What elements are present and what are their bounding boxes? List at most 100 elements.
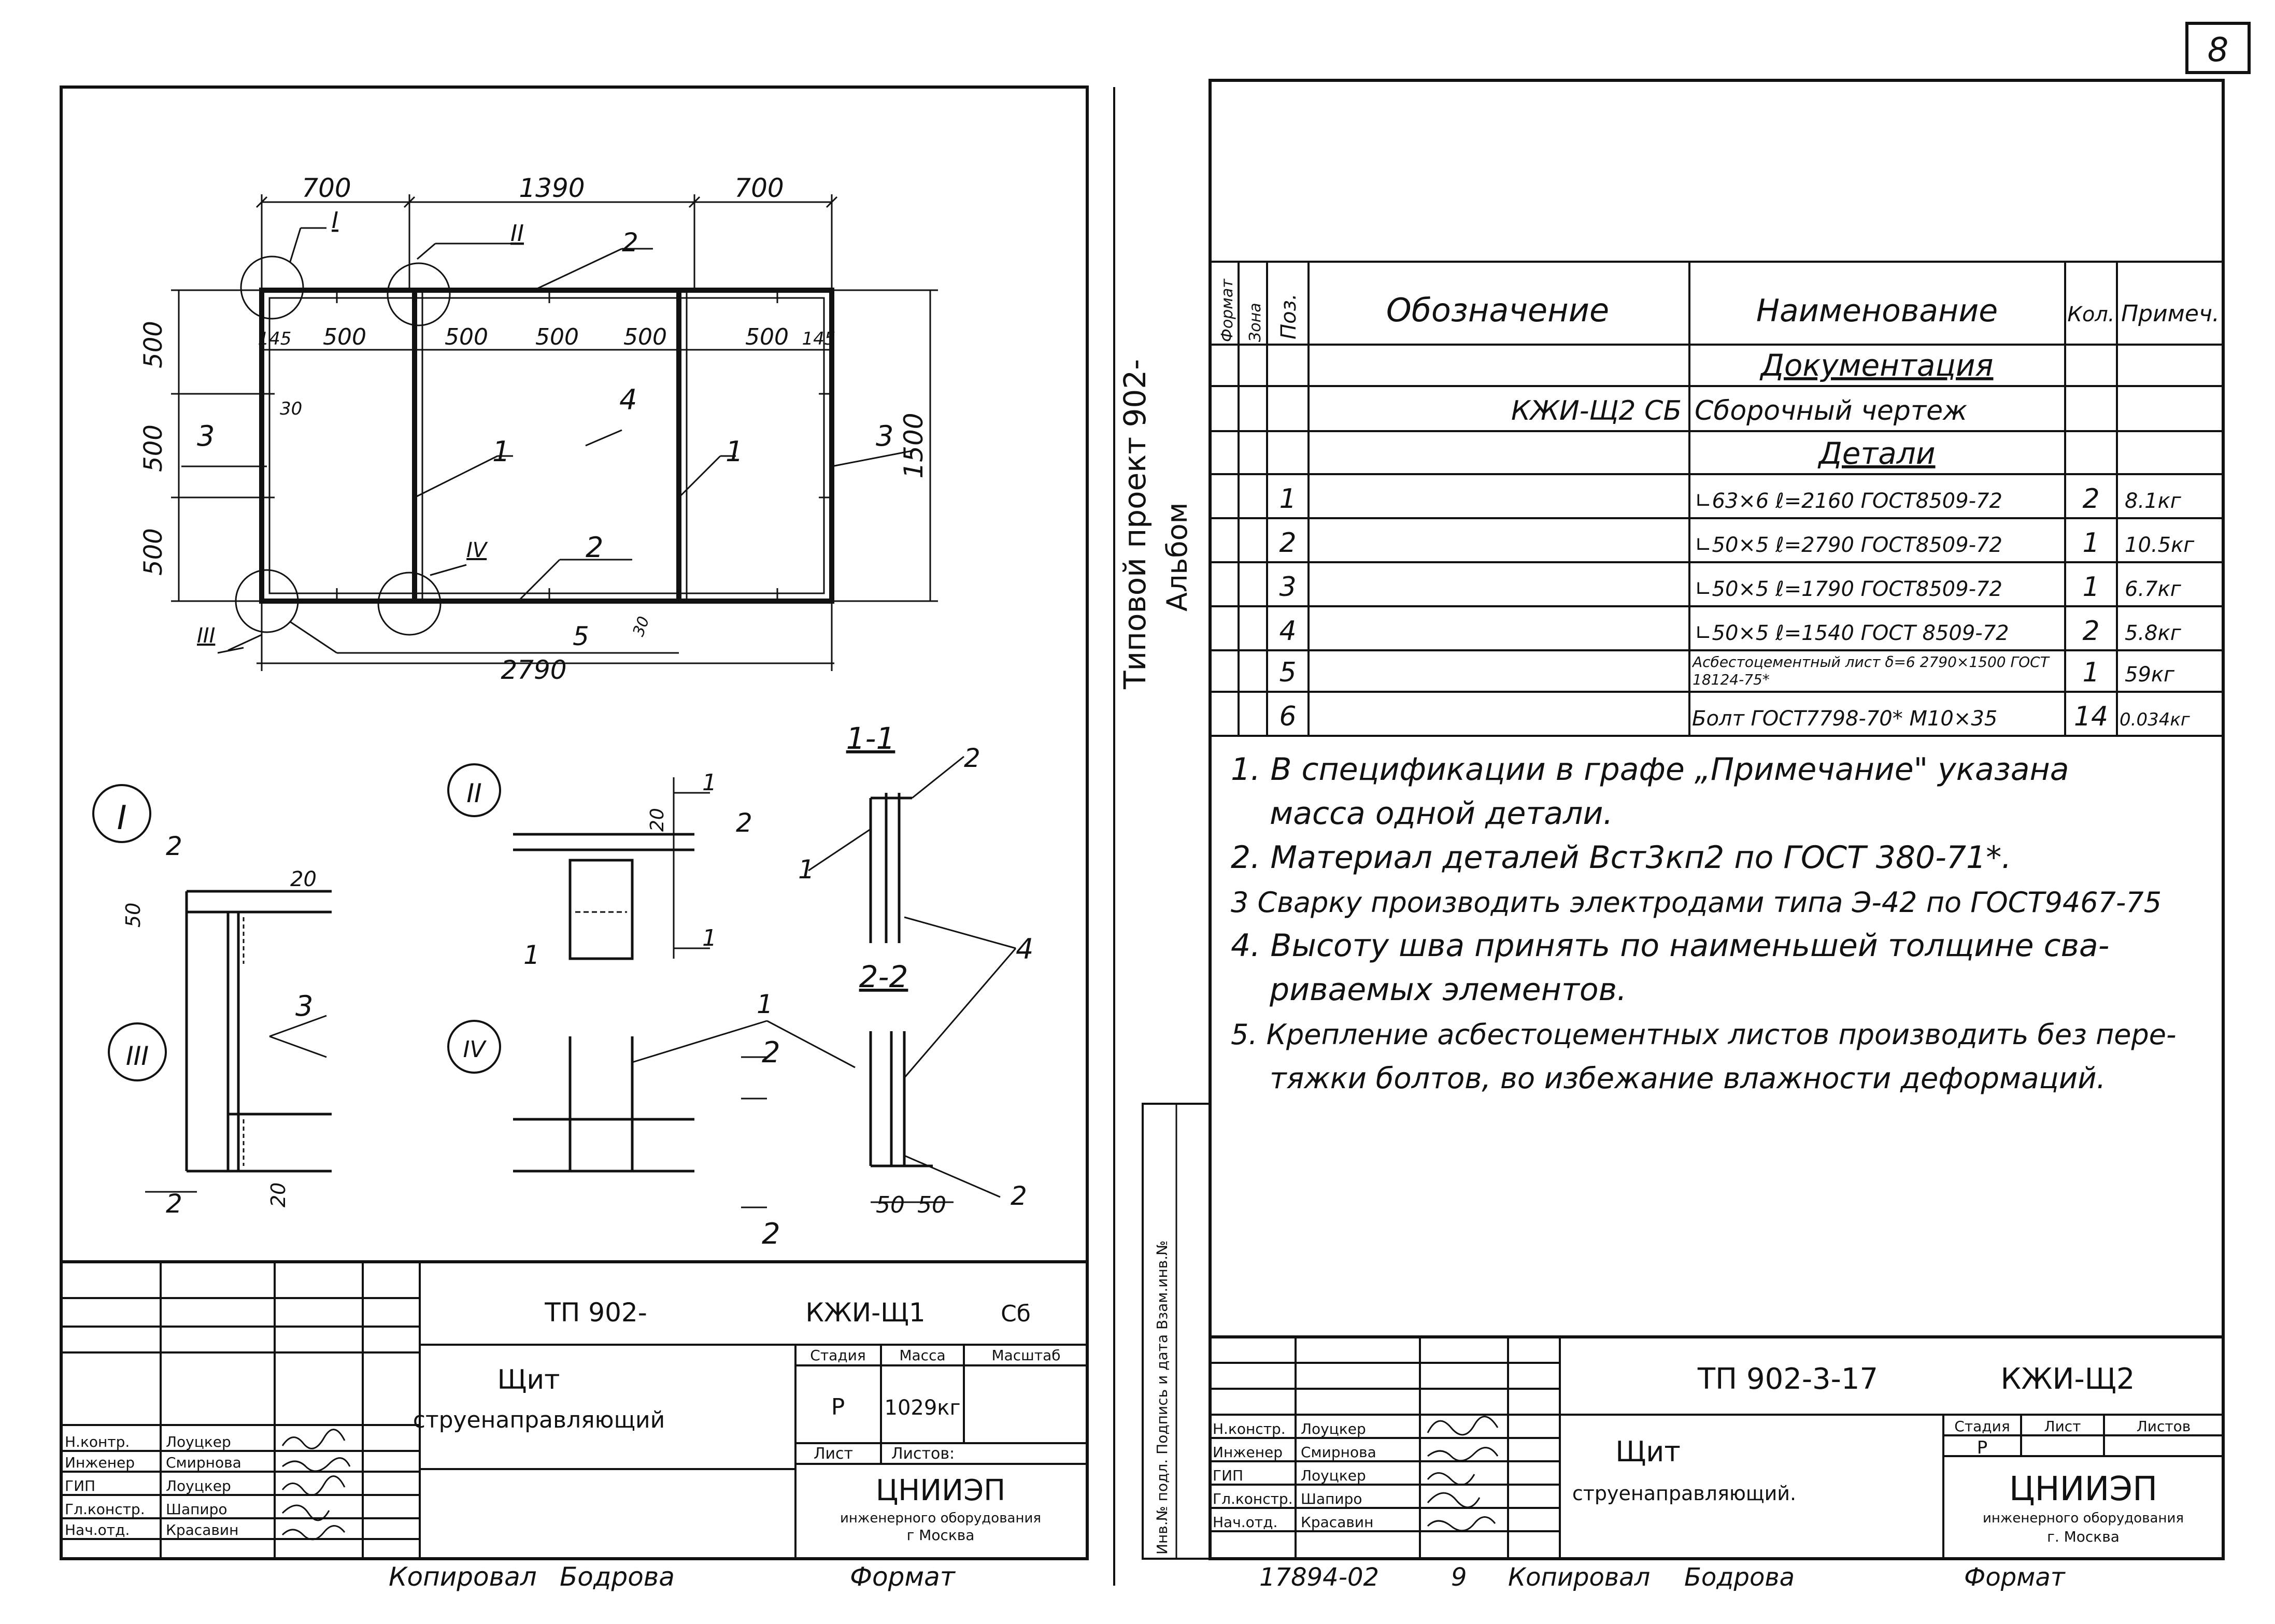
spec-header-note: Примеч.: [2121, 301, 2220, 327]
detail-II-dim-20: 20: [647, 808, 668, 832]
spec-row-7-pos: 4: [1279, 616, 1296, 647]
right-tb-sheet-header: Лист: [2044, 1418, 2081, 1435]
spec-row-4-name: ∟63×6 ℓ=2160 ГОСТ8509-72: [1695, 489, 2002, 513]
shield-outline: [259, 288, 834, 604]
left-title-block: ТП 902- КЖИ-Щ1 Сб Щит струенаправляющий …: [60, 1260, 1089, 1560]
dim-inner-1: 145: [258, 329, 292, 349]
left-tb-name-1: Щит: [497, 1364, 560, 1395]
left-signer-role-5: Нач.отд.: [65, 1521, 130, 1538]
left-footer: Копировал Бодрова Формат: [389, 1562, 956, 1592]
detail-IV-pos-1: 1: [757, 989, 773, 1019]
left-sheet-frame: [60, 86, 1089, 1560]
left-footer-copier: Бодрова: [560, 1562, 675, 1592]
spec-row-5-name: ∟50×5 ℓ=2790 ГОСТ8509-72: [1695, 533, 2002, 557]
detail-I-pos-2: 2: [166, 831, 182, 861]
detail-IV-label: IV: [463, 1036, 487, 1063]
right-tb-org-3: г. Москва: [2047, 1528, 2120, 1545]
pos-mark-4: 4: [619, 383, 637, 416]
detail-I-marker: [92, 784, 151, 843]
spec-row-8-name-box: Асбестоцементный лист δ=6 2790×1500 ГОСТ…: [1693, 653, 2049, 688]
detail-II-section-1b: 1: [702, 925, 717, 951]
spec-header-name: Наименование: [1756, 293, 1998, 329]
section-2-mark-b: 2: [762, 1217, 780, 1251]
sheet-number: 8: [2208, 31, 2229, 69]
left-tb-scale-header: Масштаб: [991, 1347, 1060, 1364]
vertical-stamp: Инв.№ подл. Подпись и дата Взам.инв.№: [1142, 1103, 1211, 1560]
right-footer-copier: Бодрова: [1684, 1563, 1795, 1592]
note-line-4: 3 Сварку производить электродами типа Э-…: [1231, 886, 2162, 919]
left-tb-stage-header: Стадия: [810, 1347, 865, 1364]
pos-mark-1-left: 1: [492, 435, 510, 468]
dim-inner-5: 500: [623, 324, 667, 350]
right-signer-role-2: Инженер: [1213, 1444, 1283, 1461]
detail-circle-IV: [377, 572, 442, 636]
detail-III-label: III: [126, 1041, 149, 1071]
spec-table: Формат Зона Поз. Обозначение Наименовани…: [1210, 261, 2223, 737]
pos-mark-3-left: 3: [197, 420, 215, 452]
right-tb-mark: КЖИ-Щ2: [2000, 1362, 2135, 1396]
spec-row-8-note: 59кг: [2125, 663, 2175, 687]
small-dim-30-b: 30: [630, 614, 653, 639]
pos-mark-5: 5: [573, 621, 589, 651]
right-tb-org: ЦНИИЭП: [2009, 1470, 2157, 1508]
dim-bottom: 2790: [501, 655, 566, 685]
spec-row-6-qty: 1: [2082, 572, 2099, 603]
pos-mark-1-right: 1: [726, 435, 743, 468]
left-signer-name-4: Шапиро: [166, 1501, 228, 1518]
right-signer-role-4: Гл.констр.: [1213, 1490, 1293, 1507]
spec-row-9-name: Болт ГОСТ7798-70* М10×35: [1692, 707, 1997, 731]
left-sheet: 700 1390 700 145 500 500 500 500 500 145…: [60, 86, 1089, 1592]
detail-mark-I-plan: I: [332, 207, 338, 234]
spec-row-9-qty: 14: [2074, 701, 2108, 732]
dim-inner-3: 500: [445, 324, 488, 350]
note-line-2: масса одной детали.: [1270, 795, 1613, 832]
left-signer-role-3: ГИП: [65, 1477, 95, 1494]
right-footer-format: Формат: [1964, 1563, 2066, 1592]
section-2-pos-2: 2: [1011, 1181, 1027, 1211]
pos-mark-2-bottom: 2: [586, 531, 603, 564]
detail-mark-III-plan: III: [197, 624, 215, 648]
note-line-7: 5. Крепление асбестоцементных листов про…: [1231, 1018, 2176, 1051]
spec-row-3-name: Детали: [1817, 436, 1935, 471]
section-1-pos-2: 2: [964, 743, 980, 773]
left-footer-format: Формат: [850, 1562, 956, 1592]
note-line-1: 1. В спецификации в графе „Примечание" у…: [1231, 751, 2069, 788]
right-signer-name-3: Лоуцкер: [1301, 1467, 1366, 1484]
detail-circle-I: [240, 255, 304, 320]
detail-II-pos-1: 1: [523, 940, 540, 970]
note-line-3: 2. Материал деталей Вст3кп2 по ГОСТ 380-…: [1231, 839, 2011, 876]
right-tb-name-2: струенаправляющий.: [1572, 1482, 1796, 1505]
right-footer-inv: 17894-02: [1259, 1563, 1379, 1592]
vertical-title-1: Типовой проект 902-: [1117, 359, 1153, 690]
note-line-5: 4. Высоту шва принять по наименьшей толщ…: [1231, 928, 2109, 964]
detail-IV-section-2a: 2: [762, 1036, 780, 1070]
spec-row-4-qty: 2: [2082, 483, 2099, 515]
spec-row-9-pos: 6: [1279, 701, 1296, 732]
dim-left-2: 500: [139, 424, 168, 472]
detail-I-dim-20: 20: [290, 867, 317, 891]
spec-row-8-pos: 5: [1279, 657, 1296, 688]
detail-II-label: II: [466, 778, 482, 808]
detail-II-marker: [447, 763, 501, 817]
detail-II-IV: II IV 1 1 20 2 1 1: [447, 763, 856, 1173]
right-title-block: ТП 902-3-17 КЖИ-Щ2 Щит струенаправляющий…: [1210, 1335, 2223, 1559]
spec-row-7-name: ∟50×5 ℓ=1540 ГОСТ 8509-72: [1695, 621, 2009, 645]
note-line-8: тяжки болтов, во избежание влажности деф…: [1270, 1062, 2106, 1095]
spec-row-6-note: 6.7кг: [2125, 577, 2182, 601]
right-tb-stage-header: Стадия: [1954, 1418, 2010, 1435]
pos-mark-2-top: 2: [622, 227, 638, 258]
top-dimension-lines: [255, 194, 838, 290]
shield-inner-outline: [268, 297, 825, 594]
dim-inner-2: 500: [323, 324, 366, 350]
spec-row-6-pos: 3: [1279, 572, 1296, 603]
detail-III-marker: [108, 1022, 167, 1081]
left-footer-copied: Копировал: [389, 1562, 537, 1592]
left-tb-doc: Сб: [1001, 1301, 1031, 1327]
dim-right: 1500: [899, 412, 929, 478]
spec-row-5-pos: 2: [1279, 528, 1296, 559]
shield-plan: 700 1390 700 145 500 500 500 500 500 145…: [139, 173, 938, 685]
dim-inner-7: 145: [802, 329, 836, 349]
left-tb-stage: Р: [831, 1394, 845, 1420]
left-tb-sheets-header: Листов:: [891, 1445, 955, 1463]
